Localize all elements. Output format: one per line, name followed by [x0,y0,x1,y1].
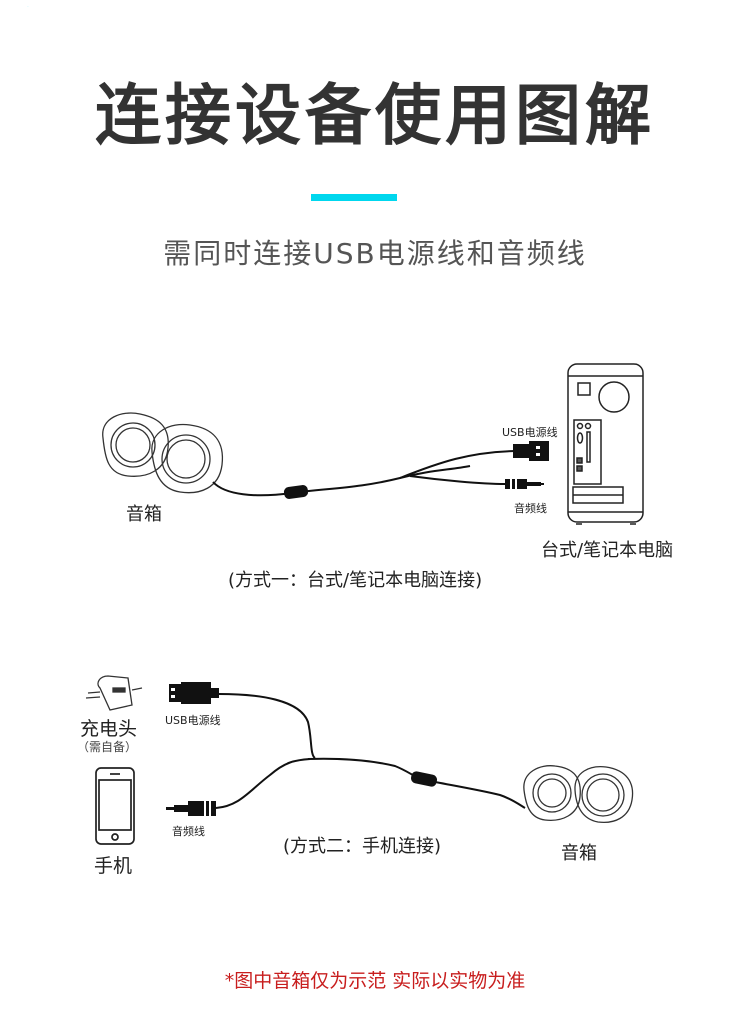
phone-label: 手机 [94,855,133,877]
usb-cable-branch [399,450,516,479]
speaker-icon-2 [523,765,634,824]
audio-cable-branch [409,475,506,485]
charger-icon [85,675,143,711]
usb-cable-2 [218,693,316,759]
disclaimer-note: *图中音箱仅为示范 实际以实物为准 [224,970,526,992]
page-subtitle: 需同时连接USB电源线和音频线 [163,237,587,270]
audio-cable-label-2: 音频线 [172,825,205,838]
inline-control [283,485,309,499]
accent-stripes [27,6,29,7]
speaker-label: 音箱 [126,504,162,525]
page-title: 连接设备使用图解 [95,77,655,154]
computer-label: 台式/笔记本电脑 [541,540,674,561]
accent-bar [311,194,397,201]
speaker-label-2: 音箱 [561,843,597,864]
audio-jack-icon-2 [166,801,216,816]
charger-note: （需自备） [77,740,138,754]
usb-cable-label: USB电源线 [502,426,558,439]
charger-label: 充电头 [80,718,138,740]
computer-tower-icon [567,363,644,525]
usb-plug-icon-2 [169,682,219,704]
method-one-caption: (方式一：台式/笔记本电脑连接) [228,570,483,591]
phone-icon [95,767,135,845]
usb-plug-icon [513,441,549,461]
audio-cable-2 [215,758,311,809]
usb-cable-label-2: USB电源线 [165,714,221,727]
audio-cable-label: 音频线 [514,502,547,515]
audio-jack-icon [505,479,544,489]
speaker-icon [102,412,224,494]
method-two-caption: (方式二：手机连接) [283,836,442,857]
speaker-cable [212,465,471,497]
inline-control-2 [410,771,438,787]
